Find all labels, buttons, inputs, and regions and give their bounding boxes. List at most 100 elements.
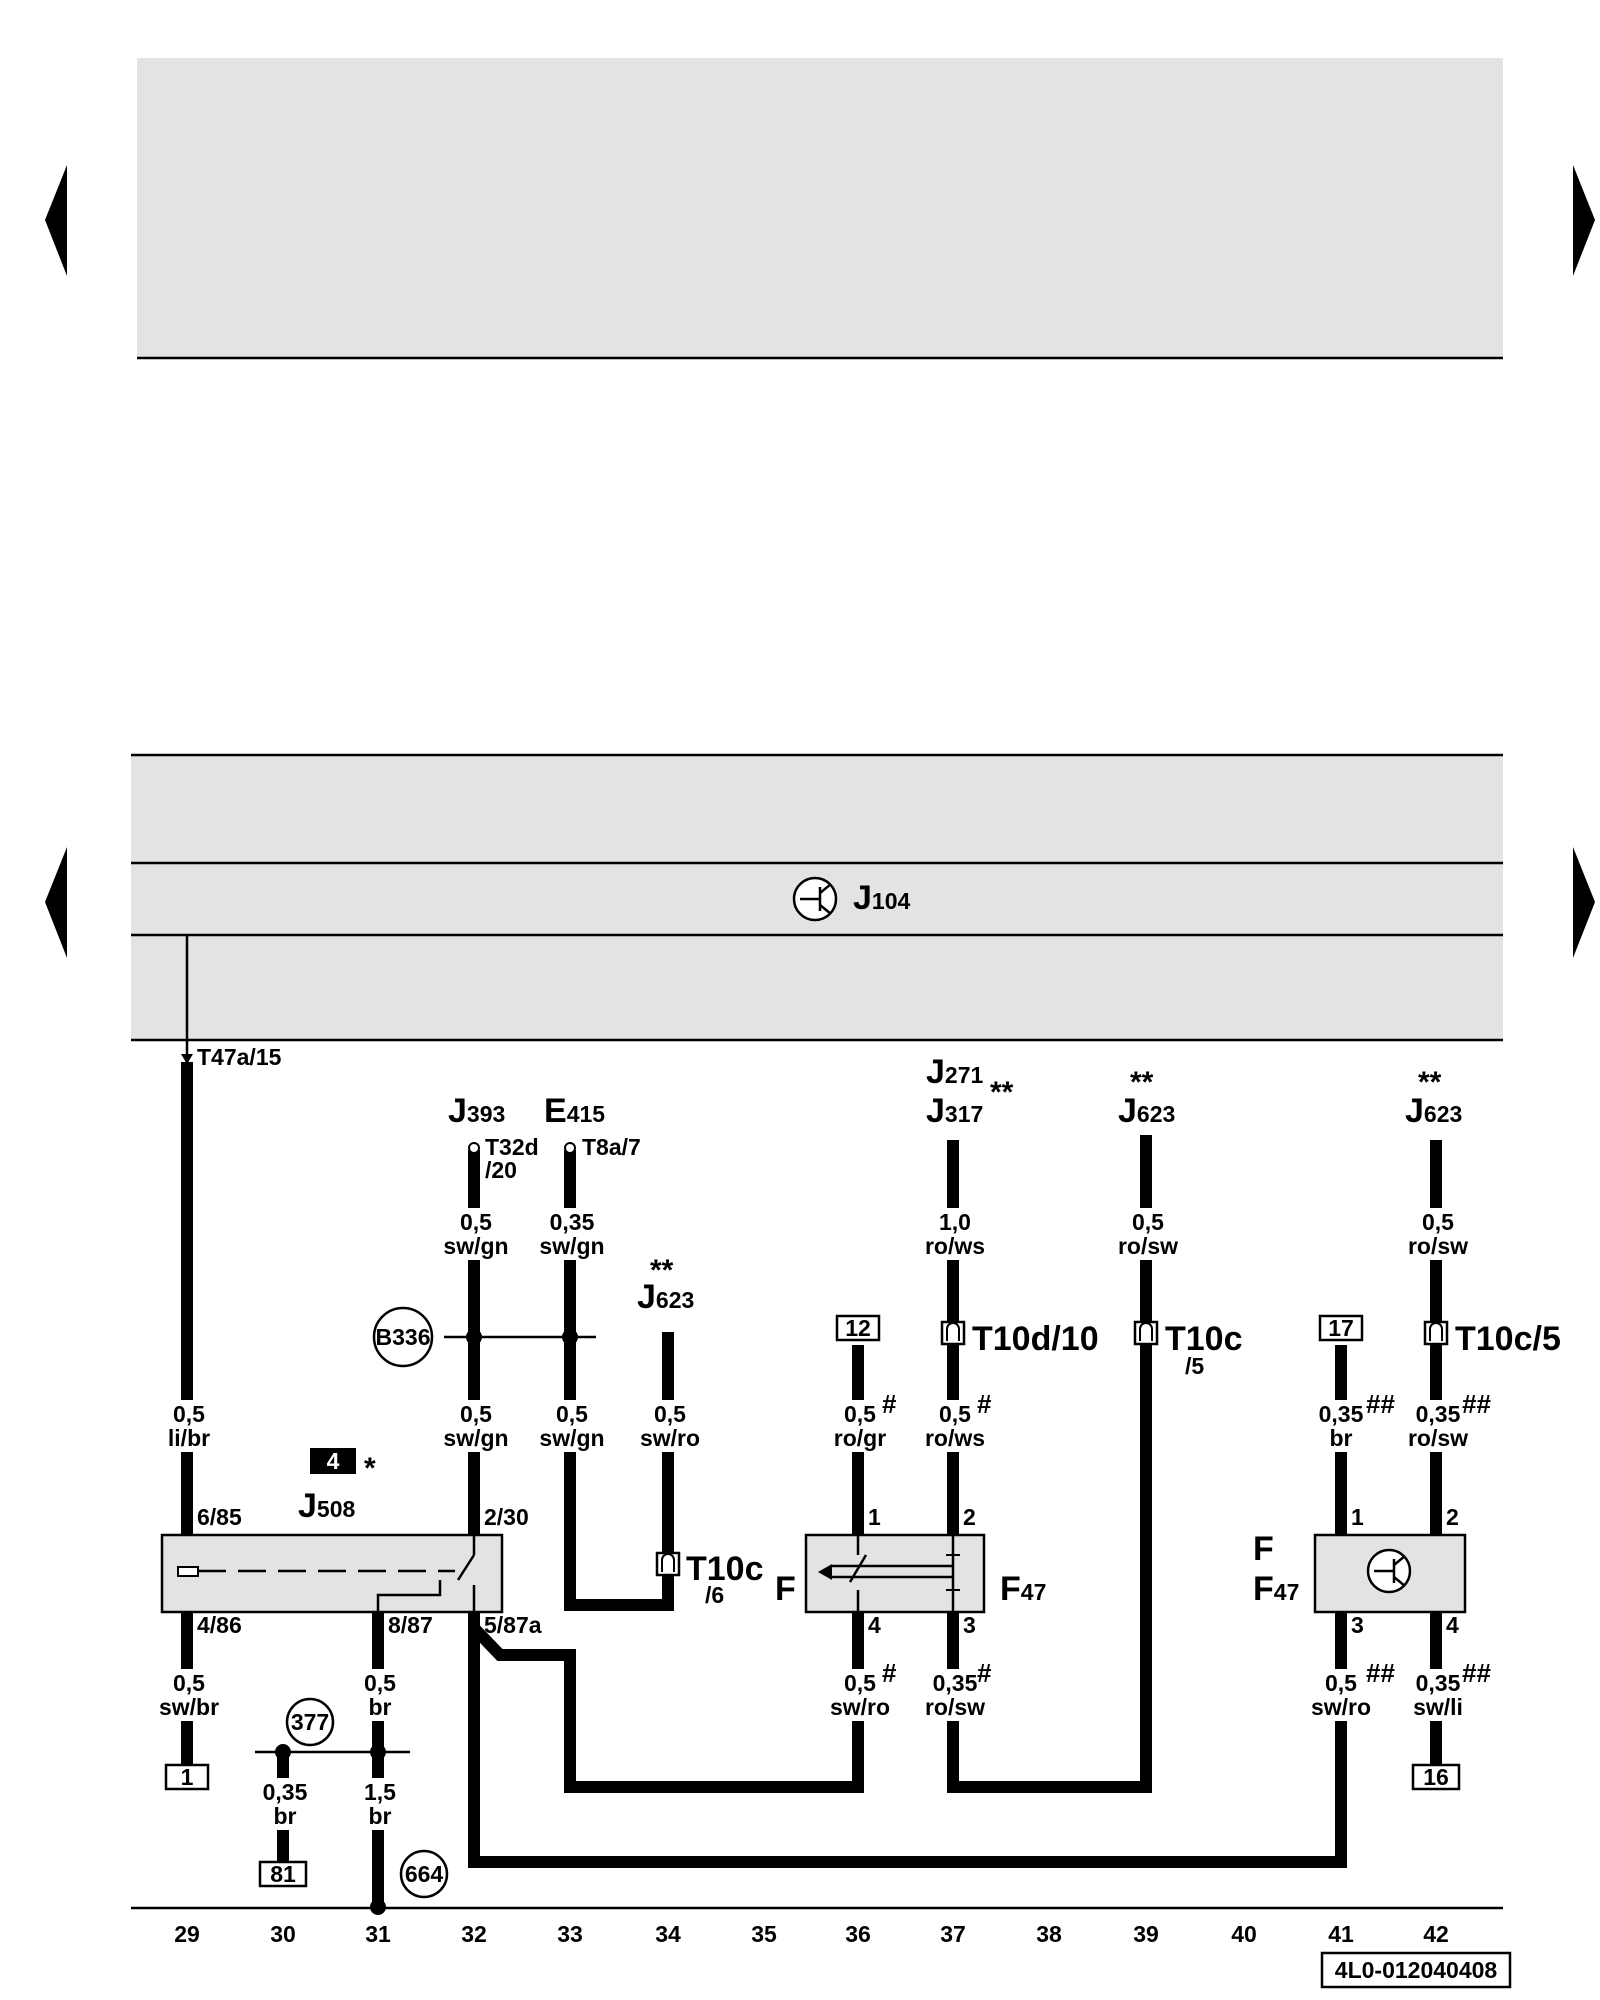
svg-text:sw/li: sw/li	[1413, 1694, 1463, 1720]
svg-text:16: 16	[1423, 1764, 1449, 1790]
switch-f-f47-box	[804, 1533, 986, 1614]
doc-id: 4L0-012040408	[1335, 1957, 1498, 1983]
terminal-dot	[468, 1142, 480, 1154]
pin-label: 1	[1351, 1504, 1364, 1530]
svg-text:br: br	[369, 1694, 392, 1720]
svg-text:17: 17	[1328, 1315, 1354, 1341]
connector-t47a-label: T47a/15	[197, 1044, 282, 1070]
svg-text:0,35: 0,35	[1416, 1670, 1461, 1696]
svg-text:32: 32	[461, 1921, 487, 1947]
svg-text:sw/gn: sw/gn	[443, 1233, 508, 1259]
svg-text:0,5: 0,5	[460, 1209, 492, 1235]
svg-text:30: 30	[270, 1921, 296, 1947]
pin-label: 4	[868, 1612, 881, 1638]
ref-circle-b336[interactable]	[372, 1306, 434, 1368]
svg-text:##: ##	[1366, 1658, 1395, 1688]
svg-text:0,5: 0,5	[1422, 1209, 1454, 1235]
component-j271-label: J271	[926, 1053, 984, 1091]
svg-text:**: **	[1130, 1066, 1154, 1099]
wire-87a-route	[469, 1612, 864, 1793]
connector-t10d-icon	[940, 1320, 966, 1346]
svg-text:4: 4	[327, 1448, 340, 1474]
ref-box-12[interactable]	[835, 1314, 881, 1342]
connector-t10c-5-label: T10c	[1165, 1320, 1243, 1358]
svg-text:81: 81	[270, 1861, 296, 1887]
svg-text:B336: B336	[376, 1324, 431, 1350]
column-numbers: 29 30 31 32 33 34 35 36 37 38 39 40 41 4…	[174, 1921, 1449, 1947]
svg-text:1,0: 1,0	[939, 1209, 971, 1235]
pin-label: 2	[1446, 1504, 1459, 1530]
svg-text:sw/ro: sw/ro	[1311, 1694, 1371, 1720]
connector-t10c5-right-icon	[1423, 1320, 1449, 1346]
next-page-arrow[interactable]	[1573, 165, 1595, 276]
junction-dot	[466, 1329, 482, 1345]
svg-text:40: 40	[1231, 1921, 1257, 1947]
svg-text:sw/ro: sw/ro	[830, 1694, 890, 1720]
svg-text:#: #	[977, 1389, 992, 1419]
switch-f-label: F	[775, 1570, 796, 1608]
wire-labels: 0,5 li/br 0,5 sw/br 0,35 br 0,5 br 1,5 b…	[152, 1208, 1472, 1830]
connector-t10c-6-icon	[655, 1551, 681, 1577]
svg-text:ro/ws: ro/ws	[925, 1425, 985, 1451]
svg-text:42: 42	[1423, 1921, 1449, 1947]
pin-arrow-icon	[181, 1054, 1442, 1632]
prev-page-arrow[interactable]	[45, 165, 67, 276]
svg-text:0,35: 0,35	[933, 1670, 978, 1696]
prev-page-arrow-lower[interactable]	[45, 847, 67, 958]
component-j623-c-label: J623	[1405, 1092, 1462, 1130]
junction-dot	[562, 1329, 578, 1345]
ref-box-17[interactable]	[1318, 1314, 1364, 1342]
control-unit-label: J104	[853, 879, 911, 917]
component-j623-b-label: J623	[1118, 1092, 1175, 1130]
svg-text:*: *	[364, 1452, 376, 1485]
pin-label: 1	[868, 1504, 881, 1530]
top-panel	[137, 58, 1503, 358]
pin-label: 4/86	[197, 1612, 242, 1638]
svg-text:1: 1	[181, 1764, 194, 1790]
svg-text:41: 41	[1328, 1921, 1354, 1947]
svg-text:ro/gr: ro/gr	[834, 1425, 886, 1451]
relay-j508-label: J508	[298, 1487, 356, 1525]
ref-circle-664[interactable]	[399, 1849, 449, 1899]
component-j317-label: J317	[926, 1092, 983, 1130]
svg-text:#: #	[882, 1389, 897, 1419]
connector-t8a-label: T8a/7	[582, 1134, 641, 1160]
pin-label: 8/87	[388, 1612, 433, 1638]
sensor-symbol-icon	[1366, 1548, 1412, 1594]
svg-text:sw/ro: sw/ro	[640, 1425, 700, 1451]
svg-text:ro/sw: ro/sw	[1118, 1233, 1178, 1259]
switch-f47-label: F47	[1000, 1570, 1046, 1608]
svg-text:sw/gn: sw/gn	[443, 1425, 508, 1451]
svg-text:sw/gn: sw/gn	[539, 1425, 604, 1451]
connector-t10d-label: T10d/10	[972, 1320, 1099, 1358]
svg-text:0,5: 0,5	[1132, 1209, 1164, 1235]
ref-box-16[interactable]	[1411, 1763, 1461, 1791]
next-page-arrow-lower[interactable]	[1573, 847, 1595, 958]
pin-label: 6/85	[197, 1504, 242, 1530]
svg-text:1,5: 1,5	[364, 1779, 396, 1805]
component-e415-label: E415	[544, 1092, 605, 1130]
connector-t32d-label: T32d	[485, 1134, 539, 1160]
pin-label: 5/87a	[484, 1612, 542, 1638]
sensor-f47-label: F47	[1253, 1570, 1299, 1608]
svg-text:#: #	[882, 1658, 897, 1688]
svg-text:#: #	[977, 1658, 992, 1688]
sensor-f-label: F	[1253, 1530, 1274, 1568]
svg-text:ro/sw: ro/sw	[1408, 1425, 1468, 1451]
svg-text:br: br	[1330, 1425, 1353, 1451]
ref-box-1[interactable]	[164, 1763, 210, 1791]
svg-text:35: 35	[751, 1921, 777, 1947]
svg-text:36: 36	[845, 1921, 871, 1947]
svg-text:##: ##	[1366, 1389, 1395, 1419]
relay-j508-box	[160, 1533, 504, 1614]
svg-text:0,35: 0,35	[550, 1209, 595, 1235]
svg-text:0,5: 0,5	[364, 1670, 396, 1696]
ref-circle-377[interactable]	[285, 1697, 335, 1747]
svg-text:664: 664	[405, 1861, 444, 1887]
svg-text:12: 12	[845, 1315, 871, 1341]
ref-box-81[interactable]	[258, 1860, 308, 1888]
connector-t10c-5-icon	[1133, 1320, 1159, 1346]
svg-text:0,5: 0,5	[939, 1401, 971, 1427]
component-j393-label: J393	[448, 1092, 505, 1130]
